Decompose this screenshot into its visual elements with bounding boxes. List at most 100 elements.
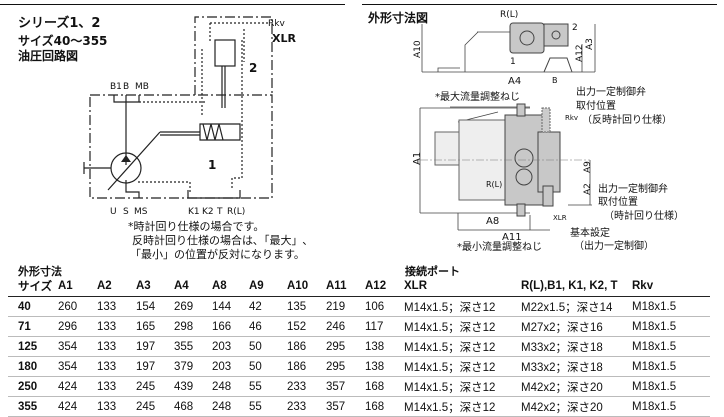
size-cell: 125 bbox=[8, 336, 58, 357]
dim-a8: A8 bbox=[486, 216, 499, 227]
label-valve-cw-spec: （時計回り仕様） bbox=[604, 209, 684, 222]
value-cell: 295 bbox=[326, 356, 365, 377]
value-cell: 138 bbox=[365, 336, 404, 357]
value-cell: M18x1.5 bbox=[632, 296, 710, 317]
value-cell: 439 bbox=[174, 376, 212, 397]
size-cell: 71 bbox=[8, 316, 58, 337]
table-title: 外形寸法 bbox=[18, 265, 62, 278]
outline-drawing: R(L) 2 1 A10 A12 A3 A4 B *最大流量調整ねじ 出力一定制… bbox=[412, 10, 684, 260]
value-cell: 246 bbox=[326, 316, 365, 337]
column-header: A9 bbox=[249, 276, 287, 297]
dim-a10: A10 bbox=[413, 40, 423, 58]
dim-a9: A9 bbox=[583, 161, 593, 173]
value-cell: M18x1.5 bbox=[632, 356, 710, 377]
value-cell: 138 bbox=[365, 356, 404, 377]
port-b1: B1 bbox=[110, 82, 122, 92]
size-cell: 180 bbox=[8, 356, 58, 377]
label-valve-cw: 出力一定制御弁 bbox=[598, 182, 668, 195]
value-cell: 106 bbox=[365, 296, 404, 317]
port-s: S bbox=[123, 207, 129, 217]
port-b: B bbox=[123, 82, 129, 92]
label-1: 1 bbox=[208, 158, 216, 172]
column-header: XLR bbox=[404, 276, 521, 297]
value-cell: M42x2；深さ20 bbox=[521, 396, 632, 417]
label-1: 1 bbox=[510, 57, 516, 67]
value-cell: 55 bbox=[249, 376, 287, 397]
column-header: サイズ bbox=[8, 276, 58, 297]
note-1: *時計回り仕様の場合です。 bbox=[128, 220, 265, 233]
value-cell: 133 bbox=[97, 316, 136, 337]
label-2: 2 bbox=[249, 61, 257, 75]
column-header: A12 bbox=[365, 276, 404, 297]
value-cell: M27x2；深さ16 bbox=[521, 316, 632, 337]
value-cell: 133 bbox=[97, 296, 136, 317]
value-cell: 186 bbox=[287, 336, 326, 357]
value-cell: 55 bbox=[249, 396, 287, 417]
port-mb: MB bbox=[135, 82, 149, 92]
value-cell: 354 bbox=[58, 356, 97, 377]
port-k1: K1 bbox=[188, 207, 200, 217]
dim-a4: A4 bbox=[508, 76, 521, 87]
top-rule-left bbox=[0, 4, 345, 5]
dim-a11: A11 bbox=[502, 232, 522, 243]
value-cell: 197 bbox=[136, 356, 174, 377]
value-cell: M33x2；深さ18 bbox=[521, 356, 632, 377]
label-rl-top: R(L) bbox=[500, 10, 518, 20]
dim-a3: A3 bbox=[585, 38, 595, 50]
column-header: A11 bbox=[326, 276, 365, 297]
frame-2 bbox=[194, 16, 273, 95]
port-xlr: XLR bbox=[272, 32, 296, 45]
value-cell: 424 bbox=[58, 396, 97, 417]
value-cell: 133 bbox=[97, 396, 136, 417]
dim-a12: A12 bbox=[575, 44, 585, 62]
value-cell: 379 bbox=[174, 356, 212, 377]
value-cell: 354 bbox=[58, 336, 97, 357]
hydraulic-circuit-diagram: Rkv XLR 2 1 B1 B MB U S MS K1 K2 T R(L) bbox=[83, 16, 296, 217]
value-cell: M18x1.5 bbox=[632, 396, 710, 417]
size-cell: 355 bbox=[8, 396, 58, 417]
value-cell: 133 bbox=[97, 356, 136, 377]
value-cell: 117 bbox=[365, 316, 404, 337]
value-cell: 357 bbox=[326, 376, 365, 397]
port-rkv: Rkv bbox=[268, 19, 285, 29]
size-range: サイズ40～355 bbox=[18, 34, 108, 48]
label-max-flow-screw: *最大流量調整ねじ bbox=[435, 90, 520, 103]
value-cell: M18x1.5 bbox=[632, 376, 710, 397]
value-cell: 135 bbox=[287, 296, 326, 317]
column-header: A2 bbox=[97, 276, 136, 297]
port-ms: MS bbox=[134, 207, 148, 217]
label-rl-mid: R(L) bbox=[486, 180, 502, 189]
label-valve-ccw: 出力一定制御弁 bbox=[576, 85, 646, 98]
value-cell: 424 bbox=[58, 376, 97, 397]
value-cell: M14x1.5；深さ12 bbox=[404, 316, 521, 337]
value-cell: 203 bbox=[212, 356, 249, 377]
top-rule-right bbox=[362, 4, 717, 5]
value-cell: 245 bbox=[136, 396, 174, 417]
size-cell: 250 bbox=[8, 376, 58, 397]
value-cell: 203 bbox=[212, 336, 249, 357]
value-cell: 152 bbox=[287, 316, 326, 337]
column-header: A3 bbox=[136, 276, 174, 297]
value-cell: 219 bbox=[326, 296, 365, 317]
size-cell: 40 bbox=[8, 296, 58, 317]
value-cell: M14x1.5；深さ12 bbox=[404, 336, 521, 357]
label-rkv: Rkv bbox=[565, 114, 578, 122]
label-basic-setting-spec: （出力一定制御） bbox=[574, 239, 654, 252]
value-cell: 186 bbox=[287, 356, 326, 377]
value-cell: 168 bbox=[365, 376, 404, 397]
label-valve-cw-position: 取付位置 bbox=[598, 195, 638, 208]
value-cell: 154 bbox=[136, 296, 174, 317]
value-cell: 468 bbox=[174, 396, 212, 417]
value-cell: M18x1.5 bbox=[632, 316, 710, 337]
value-cell: 144 bbox=[212, 296, 249, 317]
value-cell: 233 bbox=[287, 396, 326, 417]
value-cell: 46 bbox=[249, 316, 287, 337]
port-rl: R(L) bbox=[227, 207, 245, 217]
series-title: シリーズ1、2 bbox=[18, 16, 101, 31]
value-cell: 166 bbox=[212, 316, 249, 337]
